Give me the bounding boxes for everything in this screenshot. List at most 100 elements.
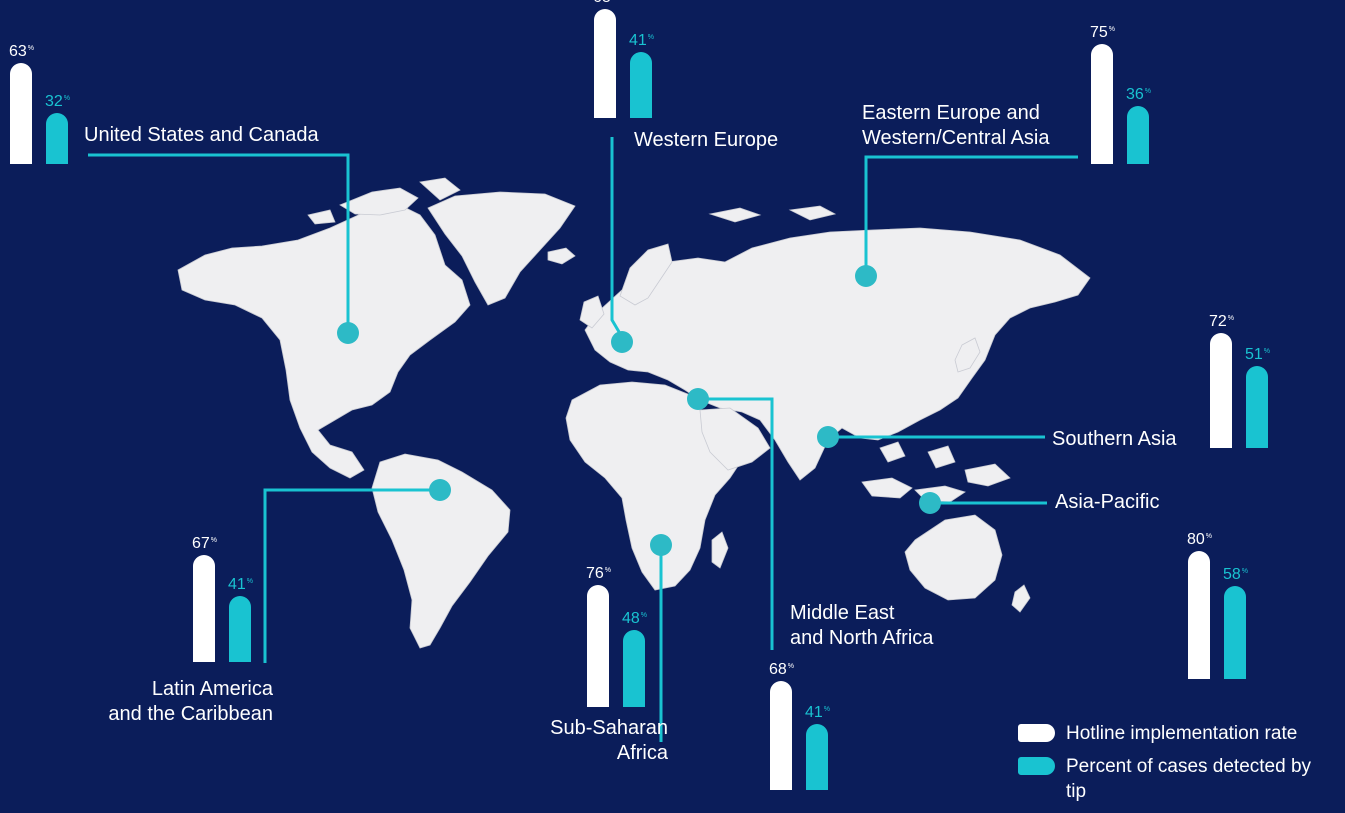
tip-bar-western-europe bbox=[630, 52, 652, 118]
value-unit: % bbox=[823, 706, 831, 713]
connector-mena bbox=[698, 397, 774, 650]
region-label-line: Western/Central Asia bbox=[862, 127, 1050, 149]
region-label-line: Sub-Saharan bbox=[550, 717, 668, 739]
marker-asia-pacific bbox=[919, 492, 941, 514]
tip-bar-latin-america bbox=[229, 596, 251, 662]
marker-eastern-europe bbox=[855, 265, 877, 287]
marker-sub-saharan bbox=[650, 534, 672, 556]
value-unit: % bbox=[246, 578, 254, 585]
land-masses bbox=[177, 177, 1091, 649]
hotline-bar-sub-saharan bbox=[587, 585, 609, 707]
value-number: 67 bbox=[192, 535, 210, 552]
tip-value-western-europe: 41% bbox=[629, 30, 654, 49]
iceland bbox=[547, 247, 576, 265]
hotline-value-mena: 68% bbox=[769, 659, 794, 678]
hotline-bar-asia-pacific bbox=[1188, 551, 1210, 679]
region-label-asia-pacific: Asia-Pacific bbox=[1055, 490, 1159, 515]
region-label-line: Western Europe bbox=[634, 129, 779, 151]
canadian-arctic-islands bbox=[307, 177, 461, 225]
value-number: 75 bbox=[1090, 24, 1108, 41]
tip-bar-sub-saharan bbox=[623, 630, 645, 707]
value-unit: % bbox=[27, 45, 35, 52]
region-label-line: Latin America bbox=[151, 678, 273, 700]
region-label-latin-america: Latin America and the Caribbean bbox=[108, 677, 273, 727]
hotline-value-sub-saharan: 76% bbox=[586, 563, 611, 582]
hotline-value-us-canada: 63% bbox=[9, 41, 34, 60]
hotline-bar-latin-america bbox=[193, 555, 215, 662]
greenland bbox=[427, 191, 576, 306]
hotline-bar-us-canada bbox=[10, 63, 32, 164]
region-label-line: Middle East bbox=[790, 602, 895, 624]
region-label-mena: Middle East and North Africa bbox=[790, 601, 933, 651]
region-label-line: United States and Canada bbox=[84, 124, 319, 146]
value-number: 36 bbox=[1126, 86, 1144, 103]
connector-lines bbox=[88, 137, 1078, 742]
legend-label-hotline: Hotline implementation rate bbox=[1066, 723, 1298, 744]
hotline-bar-eastern-europe bbox=[1091, 44, 1113, 164]
connector-latin-america bbox=[263, 488, 440, 663]
value-unit: % bbox=[1144, 88, 1152, 95]
tip-value-latin-america: 41% bbox=[228, 574, 253, 593]
europe-asia-landmass bbox=[584, 227, 1091, 481]
value-number: 80 bbox=[1187, 531, 1205, 548]
value-unit: % bbox=[1227, 315, 1235, 322]
marker-latin-america bbox=[429, 479, 451, 501]
value-number: 58 bbox=[1223, 566, 1241, 583]
value-unit: % bbox=[210, 537, 218, 544]
south-america-landmass bbox=[371, 453, 511, 649]
tip-value-sub-saharan: 48% bbox=[622, 608, 647, 627]
tip-value-asia-pacific: 58% bbox=[1223, 564, 1248, 583]
region-markers bbox=[337, 265, 941, 556]
value-number: 41 bbox=[629, 32, 647, 49]
value-unit: % bbox=[63, 95, 71, 102]
tip-bar-asia-pacific bbox=[1224, 586, 1246, 679]
australia bbox=[904, 514, 1003, 601]
value-unit: % bbox=[787, 663, 795, 670]
value-unit: % bbox=[1263, 348, 1271, 355]
value-unit: % bbox=[1108, 26, 1116, 33]
north-america-landmass bbox=[177, 204, 471, 479]
value-unit: % bbox=[604, 567, 612, 574]
region-label-southern-asia: Southern Asia bbox=[1052, 427, 1177, 452]
region-label-line: Eastern Europe and bbox=[862, 102, 1040, 124]
tip-value-southern-asia: 51% bbox=[1245, 344, 1270, 363]
value-number: 76 bbox=[586, 565, 604, 582]
tip-bar-southern-asia bbox=[1246, 366, 1268, 448]
hotline-value-eastern-europe: 75% bbox=[1090, 22, 1115, 41]
hotline-value-latin-america: 67% bbox=[192, 533, 217, 552]
value-number: 68 bbox=[593, 0, 611, 6]
arctic-islands-eurasia bbox=[708, 205, 837, 223]
region-label-line: Southern Asia bbox=[1052, 428, 1177, 450]
tip-value-mena: 41% bbox=[805, 702, 830, 721]
region-label-line: Asia-Pacific bbox=[1055, 491, 1160, 513]
region-label-western-europe: Western Europe bbox=[634, 128, 778, 153]
hotline-bar-mena bbox=[770, 681, 792, 790]
connector-us-canada bbox=[88, 153, 350, 333]
connector-eastern-europe bbox=[864, 155, 1078, 276]
value-unit: % bbox=[1241, 568, 1249, 575]
marker-mena bbox=[687, 388, 709, 410]
value-unit: % bbox=[640, 612, 648, 619]
marker-western-europe bbox=[611, 331, 633, 353]
marker-southern-asia bbox=[817, 426, 839, 448]
value-number: 32 bbox=[45, 93, 63, 110]
hotline-value-asia-pacific: 80% bbox=[1187, 529, 1212, 548]
value-unit: % bbox=[1205, 533, 1213, 540]
value-number: 68 bbox=[769, 661, 787, 678]
region-label-line: and the Caribbean bbox=[108, 703, 273, 725]
tip-bar-eastern-europe bbox=[1127, 106, 1149, 164]
value-number: 41 bbox=[805, 704, 823, 721]
hotline-bar-western-europe bbox=[594, 9, 616, 118]
value-number: 48 bbox=[622, 610, 640, 627]
value-number: 41 bbox=[228, 576, 246, 593]
region-label-line: and North Africa bbox=[790, 627, 934, 649]
tip-bar-mena bbox=[806, 724, 828, 790]
hotline-value-western-europe: 68% bbox=[593, 0, 618, 6]
madagascar bbox=[711, 531, 729, 569]
value-number: 51 bbox=[1245, 346, 1263, 363]
tip-bar-us-canada bbox=[46, 113, 68, 164]
new-zealand bbox=[1011, 584, 1031, 613]
